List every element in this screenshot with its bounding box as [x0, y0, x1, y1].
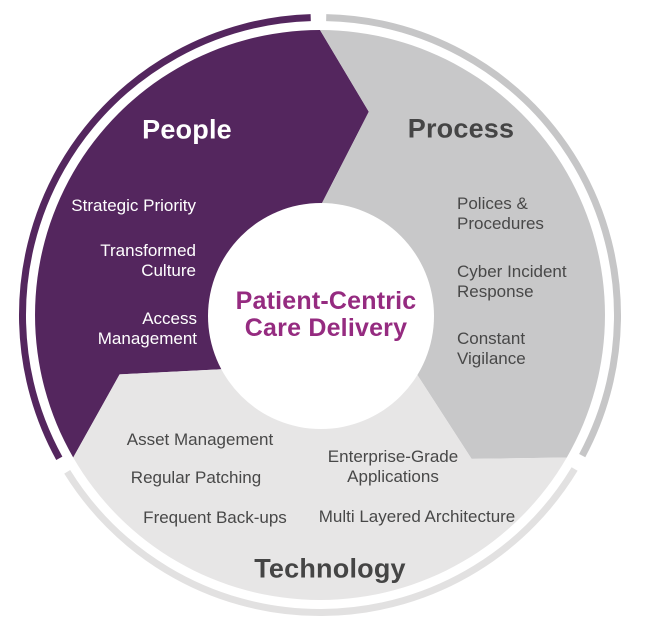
technology-item-asset-management: Asset Management: [127, 430, 273, 450]
process-item-line: Cyber Incident: [457, 262, 567, 281]
technology-item-line: Asset Management: [126, 430, 274, 449]
process-item-line: Polices &: [457, 194, 528, 213]
center-label-line1: Patient-Centric: [235, 287, 417, 315]
technology-item-enterprise-grade-applications: Enterprise-Grade Applications: [328, 447, 458, 487]
technology-ring-arc: [64, 467, 578, 616]
people-item-line: Culture: [141, 261, 196, 280]
people-item-access-management: Access Management: [98, 309, 197, 349]
people-item-transformed-culture: Transformed Culture: [100, 241, 196, 281]
people-ring-arc: [19, 14, 311, 460]
center-circle: [208, 203, 434, 429]
people-item-strategic-priority: Strategic Priority: [71, 196, 196, 216]
center-label: Patient-Centric Care Delivery: [236, 288, 417, 342]
technology-item-line: Multi Layered Architecture: [318, 507, 516, 526]
center-label-line2: Care Delivery: [244, 314, 408, 342]
technology-heading: Technology: [254, 553, 406, 584]
people-item-line: Strategic Priority: [71, 196, 196, 215]
technology-item-multi-layered-architecture: Multi Layered Architecture: [319, 507, 516, 527]
process-item-line: Procedures: [457, 214, 544, 233]
segment-people: [35, 30, 369, 458]
people-item-line: Management: [97, 329, 197, 348]
process-item-constant-vigilance: Constant Vigilance: [457, 329, 526, 369]
process-item-policies-procedures: Polices & Procedures: [457, 194, 544, 234]
technology-item-line: Regular Patching: [130, 468, 262, 487]
segment-technology: [73, 369, 567, 600]
process-item-line: Response: [457, 282, 534, 301]
technology-item-line: Frequent Back-ups: [143, 508, 287, 527]
technology-item-regular-patching: Regular Patching: [131, 468, 261, 488]
people-heading: People: [142, 114, 232, 145]
technology-item-frequent-backups: Frequent Back-ups: [143, 508, 287, 528]
technology-item-line: Applications: [347, 467, 439, 486]
process-item-line: Constant: [457, 329, 526, 348]
process-heading: Process: [407, 113, 515, 144]
people-item-line: Transformed: [100, 241, 196, 260]
process-item-cyber-incident-response: Cyber Incident Response: [457, 262, 567, 302]
people-item-line: Access: [142, 309, 197, 328]
technology-item-line: Enterprise-Grade: [327, 447, 459, 466]
process-item-line: Vigilance: [457, 349, 526, 368]
process-ring-arc: [326, 14, 621, 458]
segment-process: [320, 30, 605, 459]
